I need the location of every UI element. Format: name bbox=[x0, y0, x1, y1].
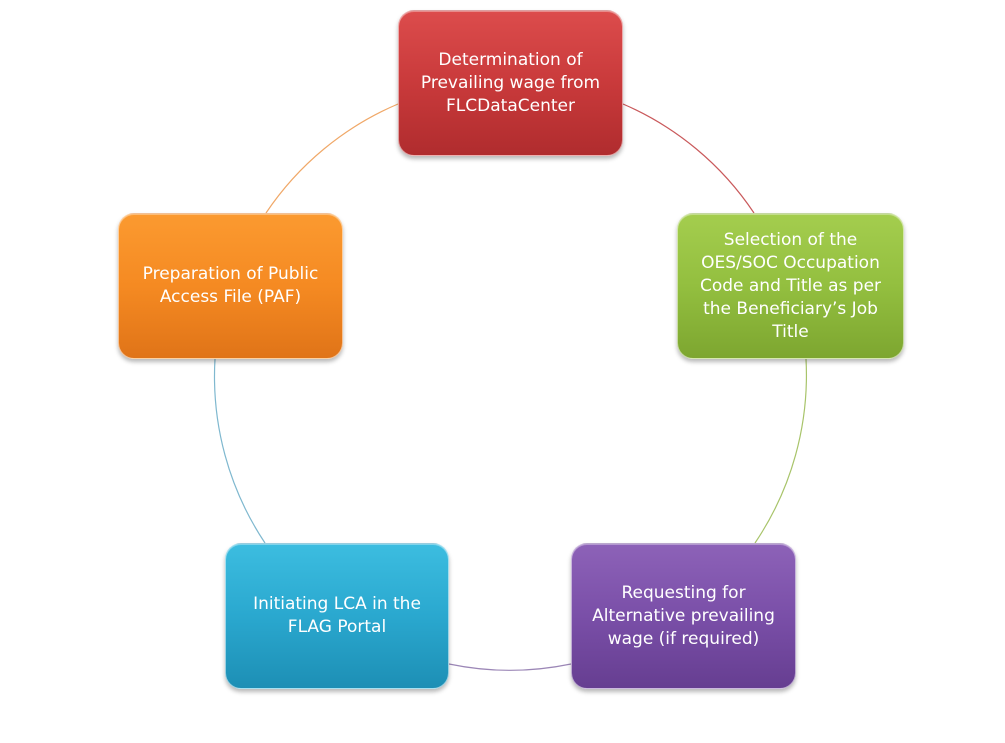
step-label: Initiating LCA in the FLAG Portal bbox=[253, 594, 421, 637]
step-prevailing-wage-determination: Determination of Prevailing wage from FL… bbox=[398, 10, 623, 156]
step-occupation-code-selection: Selection of the OES/SOC Occupation Code… bbox=[677, 213, 904, 359]
connector-n4-n5 bbox=[213, 358, 266, 544]
step-label: Determination of Prevailing wage from FL… bbox=[420, 49, 601, 116]
connector-n5-n1 bbox=[265, 103, 399, 214]
connector-n2-n3 bbox=[754, 358, 808, 544]
connector-n1-n2 bbox=[622, 103, 755, 214]
step-public-access-file: Preparation of Public Access File (PAF) bbox=[118, 213, 343, 359]
step-alternative-wage-request: Requesting for Alternative prevailing wa… bbox=[571, 543, 796, 689]
connector-n3-n4 bbox=[448, 663, 572, 671]
step-label: Preparation of Public Access File (PAF) bbox=[142, 264, 319, 307]
step-label: Requesting for Alternative prevailing wa… bbox=[592, 582, 775, 649]
step-label: Selection of the OES/SOC Occupation Code… bbox=[699, 229, 882, 342]
step-initiate-lca: Initiating LCA in the FLAG Portal bbox=[225, 543, 449, 689]
